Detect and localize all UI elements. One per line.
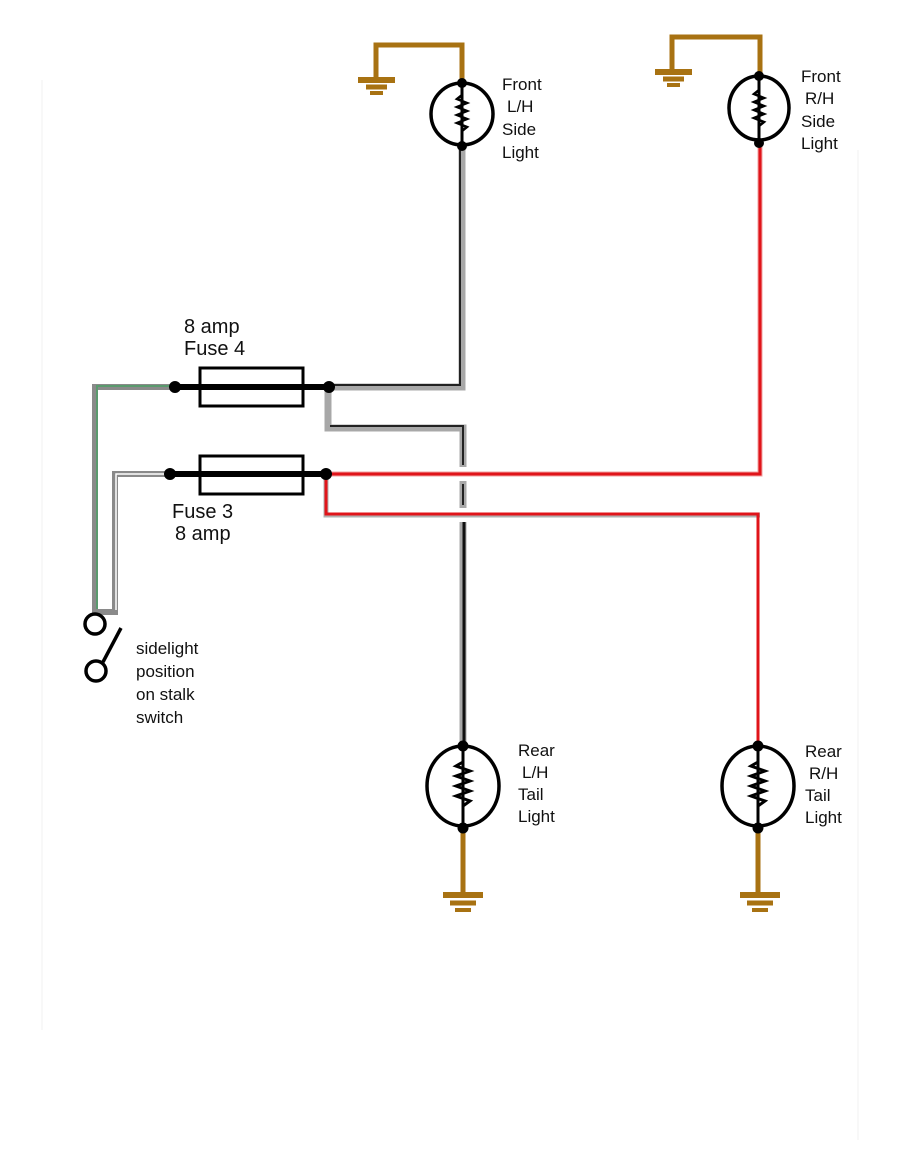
lamp-rear-lh bbox=[425, 740, 501, 834]
label-line: Fuse 4 bbox=[184, 338, 245, 360]
wire-fuse4-to-rear-lh bbox=[324, 387, 467, 745]
ground-wire-rear-lh bbox=[443, 830, 483, 912]
label-fuse-3: Fuse 3 8 amp bbox=[172, 501, 233, 545]
label-line: Tail bbox=[518, 785, 544, 804]
wire-fuse3-to-rear-rh bbox=[323, 474, 760, 745]
label-line: Front bbox=[502, 75, 542, 94]
label-line: on stalk bbox=[136, 685, 195, 704]
label-line: sidelight bbox=[136, 639, 199, 658]
label-line: Side bbox=[801, 112, 835, 131]
lamp-rear-rh bbox=[720, 740, 796, 834]
label-line: Fuse 3 bbox=[172, 501, 233, 523]
label-front-rh: Front R/H Side Light bbox=[801, 67, 841, 153]
label-line: Front bbox=[801, 67, 841, 86]
label-fuse-4: 8 amp Fuse 4 bbox=[184, 316, 245, 360]
ground-wire-front-rh bbox=[655, 34, 763, 87]
stalk-switch bbox=[83, 612, 123, 683]
label-line: switch bbox=[136, 708, 183, 727]
wire-fuse3-to-front-rh bbox=[330, 145, 763, 477]
label-line: Light bbox=[518, 807, 555, 826]
ground-wire-front-lh bbox=[358, 42, 465, 95]
label-line: Rear bbox=[518, 741, 555, 760]
fuse-4 bbox=[169, 366, 335, 408]
label-line: Rear bbox=[805, 742, 842, 761]
fuse-3 bbox=[164, 454, 332, 496]
label-line: L/H bbox=[522, 763, 548, 782]
label-switch: sidelight position on stalk switch bbox=[136, 639, 199, 727]
wire-switch-to-fuse3 bbox=[95, 471, 170, 615]
label-front-lh: Front L/H Side Light bbox=[502, 75, 542, 162]
wire-fuse4-to-front-lh bbox=[330, 145, 466, 391]
label-line: Light bbox=[805, 808, 842, 827]
label-line: L/H bbox=[507, 97, 533, 116]
label-line: 8 amp bbox=[184, 316, 240, 338]
lamp-front-rh bbox=[727, 71, 791, 148]
label-line: position bbox=[136, 662, 195, 681]
label-line: Tail bbox=[805, 786, 831, 805]
label-rear-rh: Rear R/H Tail Light bbox=[805, 742, 842, 827]
label-line: 8 amp bbox=[175, 523, 231, 545]
label-line: R/H bbox=[809, 764, 838, 783]
label-line: R/H bbox=[805, 89, 834, 108]
ground-wire-rear-rh bbox=[740, 830, 780, 912]
label-line: Side bbox=[502, 120, 536, 139]
wire-switch-to-fuse4 bbox=[92, 384, 175, 613]
label-line: Light bbox=[801, 134, 838, 153]
label-rear-lh: Rear L/H Tail Light bbox=[518, 741, 555, 826]
label-line: Light bbox=[502, 143, 539, 162]
lamp-front-lh bbox=[429, 78, 495, 151]
